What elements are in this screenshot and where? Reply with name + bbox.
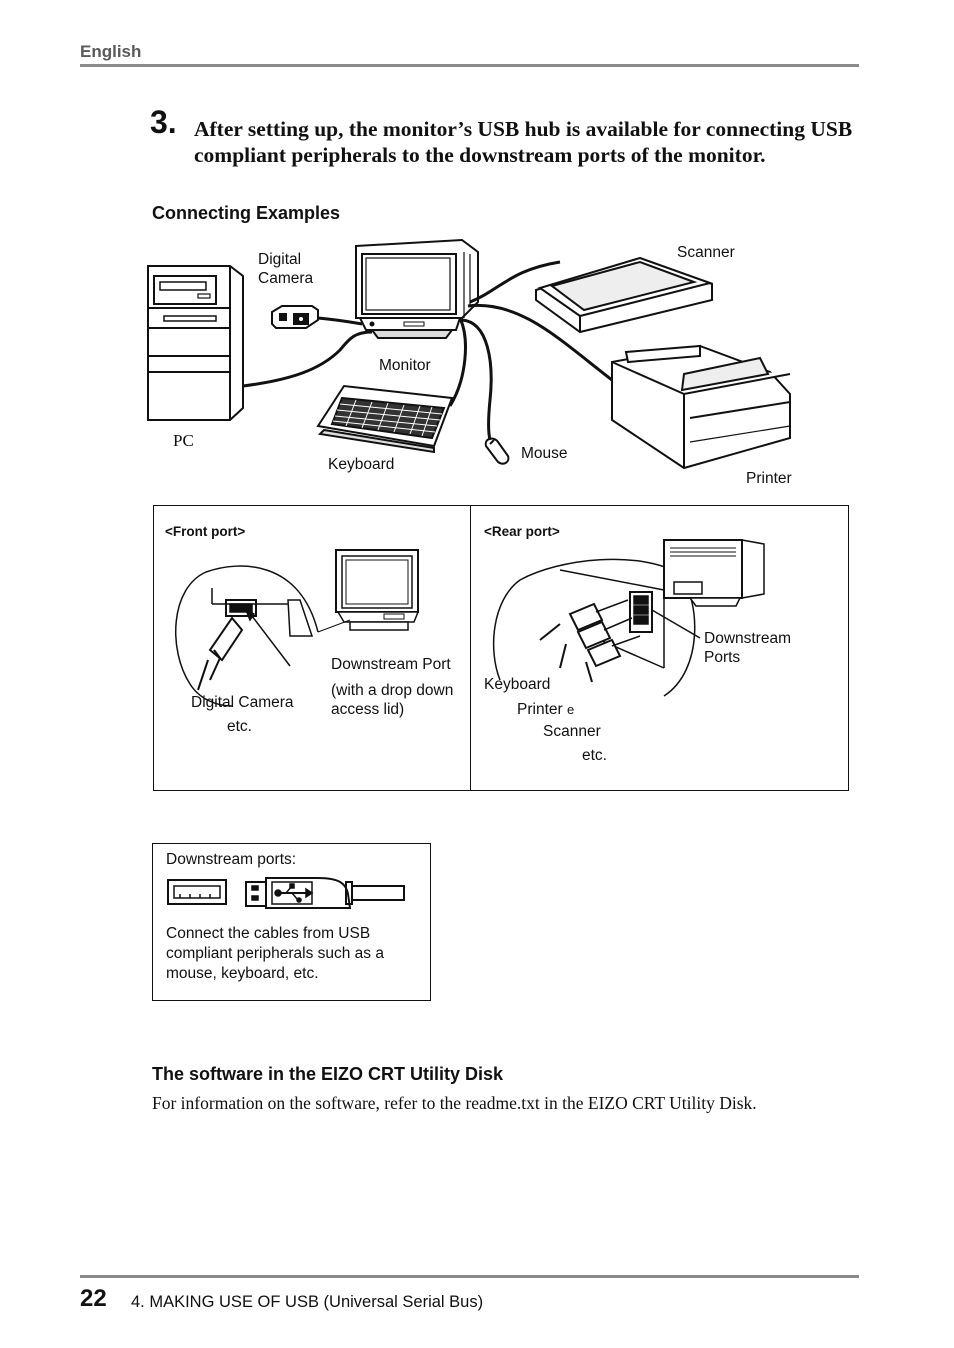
downstream-ports-text: Connect the cables from USB compliant pe… — [166, 925, 384, 982]
front-lid-note: (with a drop down access lid) — [331, 682, 454, 718]
label-monitor: Monitor — [379, 357, 431, 374]
rear-keyboard-label: Keyboard — [484, 676, 551, 693]
rear-port-illustration — [492, 539, 765, 697]
rear-downstream-ports-label: Downstream Ports — [704, 630, 791, 663]
step-text: After setting up, the monitor’s USB hub … — [194, 117, 853, 167]
scanner-illustration — [535, 256, 714, 334]
front-port-illustration — [174, 549, 420, 707]
downstream-ports-title: Downstream ports: — [166, 851, 297, 868]
front-downstream-port-label: Downstream Port — [331, 656, 451, 673]
page-number: 22 — [80, 1285, 107, 1312]
monitor-illustration — [355, 238, 479, 339]
digital-camera-illustration — [271, 305, 319, 329]
header-rule — [80, 64, 859, 67]
printer-illustration — [611, 344, 791, 470]
front-etc-label: etc. — [227, 718, 252, 735]
label-digital-camera: Digital Camera — [258, 251, 314, 287]
rear-etc-label: etc. — [582, 747, 607, 764]
connecting-examples-heading: Connecting Examples — [152, 203, 341, 223]
software-heading: The software in the EIZO CRT Utility Dis… — [152, 1064, 504, 1084]
mouse-illustration — [484, 437, 510, 465]
front-digital-camera-label: Digital Camera — [191, 694, 294, 711]
front-port-title: <Front port> — [165, 524, 246, 539]
usb-cables — [242, 260, 613, 441]
label-scanner: Scanner — [677, 244, 735, 261]
rear-port-title: <Rear port> — [484, 524, 560, 539]
pc-illustration — [147, 265, 244, 421]
label-pc: PC — [173, 431, 194, 450]
rear-printer-label: Printer e — [517, 701, 574, 719]
label-keyboard: Keyboard — [328, 456, 395, 473]
rear-printer-suffix: e — [566, 702, 575, 717]
step-number: 3. — [150, 104, 177, 140]
downstream-ports-box — [152, 843, 431, 1001]
label-printer: Printer — [746, 470, 792, 487]
rear-port-panel — [470, 505, 849, 791]
header-language: English — [80, 42, 142, 61]
rear-printer-text: Printer — [517, 701, 563, 718]
footer-rule — [80, 1275, 859, 1278]
footer-chapter-title: 4. MAKING USE OF USB (Universal Serial B… — [131, 1293, 484, 1311]
usb-port-icons — [167, 877, 405, 909]
label-mouse: Mouse — [521, 445, 568, 462]
software-text: For information on the software, refer t… — [152, 1093, 757, 1113]
keyboard-illustration — [316, 384, 454, 454]
front-port-panel — [153, 505, 472, 791]
rear-scanner-label: Scanner — [543, 723, 601, 740]
